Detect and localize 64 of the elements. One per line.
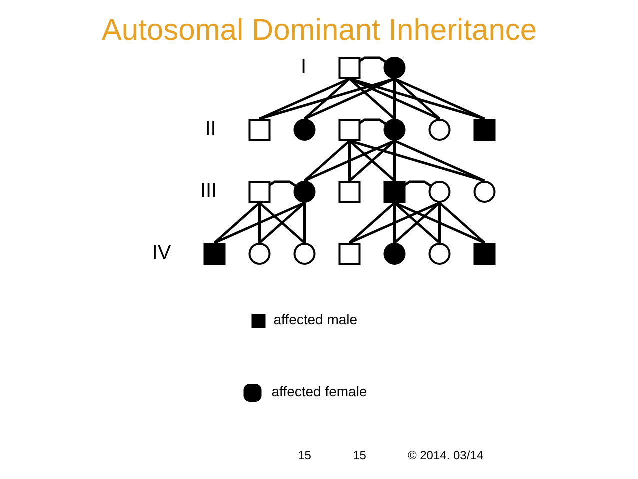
- connector: [348, 202, 396, 244]
- node-circle: [428, 243, 450, 265]
- connector: [303, 140, 350, 182]
- connector: [393, 78, 440, 120]
- label: © 2014. 03/14: [407, 448, 484, 463]
- node-box: [248, 119, 270, 141]
- node-box: [338, 181, 360, 203]
- connector: [394, 78, 485, 120]
- label: II: [204, 118, 216, 140]
- connector: [258, 202, 306, 244]
- legend-label: affected female: [271, 384, 367, 400]
- connector: [393, 202, 440, 244]
- connector: [214, 202, 305, 244]
- node-box: [383, 181, 406, 203]
- connector: [304, 78, 395, 120]
- node-circle: [383, 119, 406, 141]
- connector: [213, 202, 260, 244]
- node-box: [473, 243, 496, 265]
- connector: [438, 202, 486, 244]
- node-box: [338, 57, 360, 79]
- node-box: [338, 243, 360, 265]
- label: III: [200, 180, 217, 202]
- connector: [303, 78, 350, 120]
- connector: [304, 140, 395, 182]
- connector: [394, 140, 485, 182]
- diagram-title: Autosomal Dominant Inheritance: [101, 14, 537, 47]
- connector: [393, 203, 396, 243]
- label: IV: [152, 242, 171, 264]
- node-circle: [383, 243, 406, 265]
- connector: [348, 141, 350, 181]
- node-circle: [293, 119, 316, 141]
- connector: [348, 78, 485, 120]
- connector: [438, 203, 440, 243]
- node-box: [248, 181, 270, 203]
- legend-label: affected male: [273, 312, 358, 328]
- connector: [394, 202, 485, 244]
- connector: [348, 140, 396, 182]
- connector: [358, 118, 386, 126]
- node-box: [338, 119, 360, 141]
- node-box: [473, 119, 496, 141]
- connector: [258, 78, 350, 120]
- connector: [393, 79, 396, 119]
- label: 15: [298, 448, 311, 463]
- connector: [404, 180, 432, 188]
- node-circle: [248, 243, 270, 265]
- label: 15: [352, 448, 366, 463]
- connector: [358, 56, 386, 64]
- connector: [348, 78, 396, 120]
- node-circle: [428, 119, 450, 141]
- connector: [268, 180, 296, 188]
- label: I: [300, 56, 306, 78]
- connector: [393, 141, 396, 181]
- node-circle: [383, 57, 406, 79]
- connector: [303, 203, 306, 243]
- connector: [348, 140, 485, 182]
- node-circle: [293, 243, 316, 265]
- node-box: [203, 243, 226, 265]
- connector: [258, 78, 395, 120]
- connector: [258, 203, 260, 243]
- node-circle: [473, 181, 496, 203]
- node-circle: [428, 181, 450, 203]
- connector: [348, 202, 440, 244]
- node-circle: [293, 181, 316, 203]
- connector: [348, 78, 440, 120]
